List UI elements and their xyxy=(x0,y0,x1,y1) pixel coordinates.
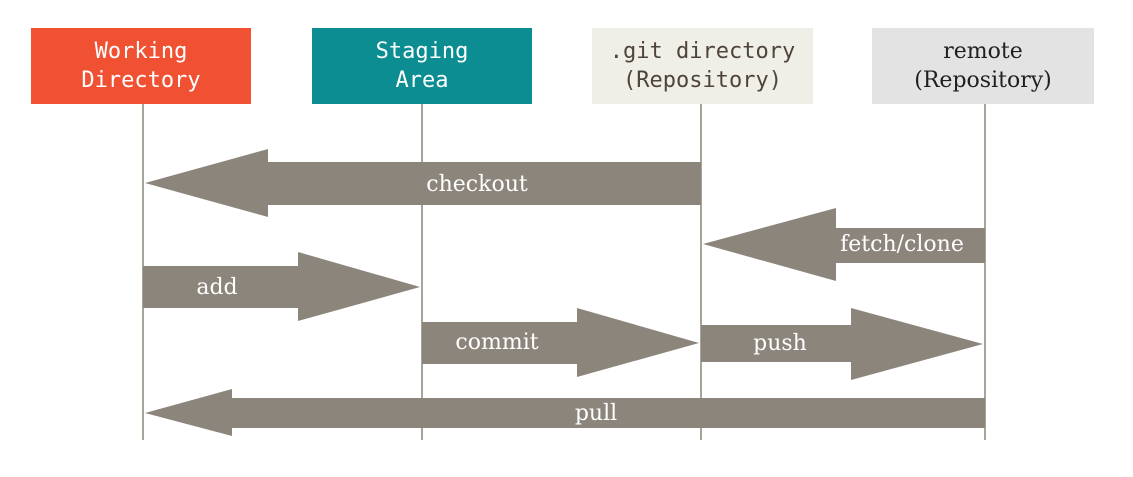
header-working-directory: Working Directory xyxy=(31,28,251,104)
header-staging-area-line1: Staging xyxy=(375,39,469,64)
arrow-fetch-clone-label: fetch/clone xyxy=(840,232,964,257)
arrow-add-shape xyxy=(143,252,420,321)
header-remote-line2: (Repository) xyxy=(914,68,1052,93)
arrow-checkout-shape xyxy=(145,149,701,217)
arrow-pull-label: pull xyxy=(575,401,617,426)
arrow-push-label: push xyxy=(753,331,807,356)
arrow-pull-shape xyxy=(145,389,985,436)
arrow-push: push xyxy=(701,308,983,380)
header-working-directory-line1: Working xyxy=(94,39,188,64)
header-working-directory-line2: Directory xyxy=(81,68,201,93)
arrow-checkout: checkout xyxy=(145,149,701,217)
arrow-pull: pull xyxy=(145,389,985,436)
header-staging-area-line2: Area xyxy=(395,68,449,93)
arrow-fetch-clone: fetch/clone xyxy=(703,208,985,281)
arrow-push-shape xyxy=(701,308,983,380)
arrow-commit-label: commit xyxy=(455,330,538,355)
arrow-add-label: add xyxy=(196,275,237,300)
header-git-directory: .git directory (Repository) xyxy=(592,28,813,104)
arrow-add: add xyxy=(143,252,420,321)
header-remote: remote (Repository) xyxy=(872,28,1094,104)
header-remote-line1: remote xyxy=(943,39,1023,64)
arrow-fetch-clone-shape xyxy=(703,208,985,281)
arrow-commit-shape xyxy=(422,308,699,377)
arrow-commit: commit xyxy=(422,308,699,377)
arrow-checkout-label: checkout xyxy=(426,172,528,197)
header-git-directory-line1: .git directory xyxy=(609,39,796,64)
header-git-directory-line2: (Repository) xyxy=(623,68,782,93)
header-staging-area: Staging Area xyxy=(312,28,532,104)
